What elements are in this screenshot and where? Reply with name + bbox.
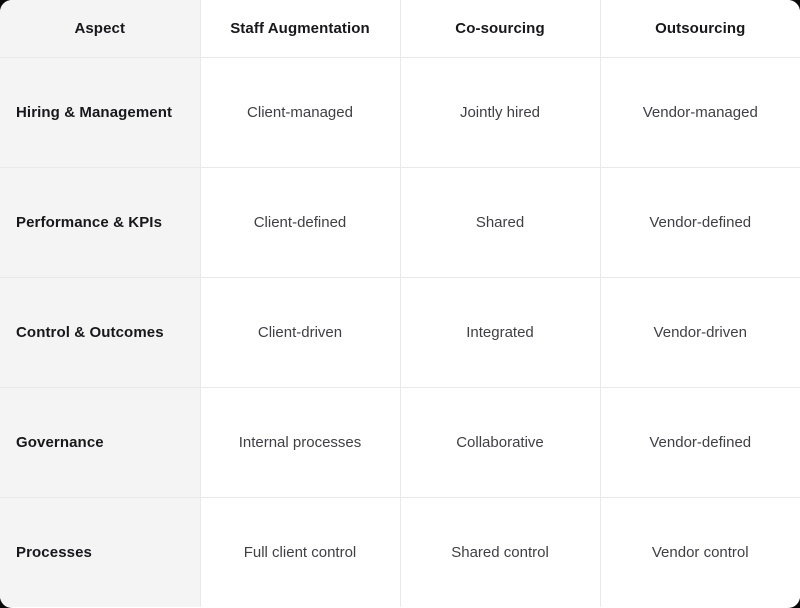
column-header-aspect: Aspect: [0, 0, 201, 58]
cell-co-sourcing: Shared: [400, 167, 601, 278]
cell-staff-augmentation: Internal processes: [200, 387, 401, 498]
column-header-outsourcing: Outsourcing: [600, 0, 800, 58]
column-header-co-sourcing: Co-sourcing: [400, 0, 601, 58]
cell-outsourcing: Vendor-driven: [600, 277, 800, 388]
cell-outsourcing: Vendor-defined: [600, 387, 800, 498]
table-row: Control & Outcomes Client-driven Integra…: [0, 277, 800, 388]
cell-outsourcing: Vendor control: [600, 497, 800, 607]
table-header: Aspect Staff Augmentation Co-sourcing Ou…: [0, 0, 800, 58]
cell-outsourcing: Vendor-managed: [600, 57, 800, 168]
table-row: Governance Internal processes Collaborat…: [0, 387, 800, 498]
cell-co-sourcing: Shared control: [400, 497, 601, 607]
cell-co-sourcing: Jointly hired: [400, 57, 601, 168]
cell-staff-augmentation: Client-managed: [200, 57, 401, 168]
cell-aspect: Performance & KPIs: [0, 167, 201, 278]
cell-co-sourcing: Collaborative: [400, 387, 601, 498]
cell-staff-augmentation: Full client control: [200, 497, 401, 607]
cell-staff-augmentation: Client-defined: [200, 167, 401, 278]
cell-aspect: Control & Outcomes: [0, 277, 201, 388]
table-row: Performance & KPIs Client-defined Shared…: [0, 167, 800, 278]
table-row: Hiring & Management Client-managed Joint…: [0, 57, 800, 168]
cell-aspect: Hiring & Management: [0, 57, 201, 168]
cell-aspect: Processes: [0, 497, 201, 607]
cell-outsourcing: Vendor-defined: [600, 167, 800, 278]
column-header-staff-augmentation: Staff Augmentation: [200, 0, 401, 58]
table-header-row: Aspect Staff Augmentation Co-sourcing Ou…: [0, 0, 800, 58]
cell-co-sourcing: Integrated: [400, 277, 601, 388]
table-row: Processes Full client control Shared con…: [0, 497, 800, 607]
table-body: Hiring & Management Client-managed Joint…: [0, 57, 800, 607]
cell-staff-augmentation: Client-driven: [200, 277, 401, 388]
cell-aspect: Governance: [0, 387, 201, 498]
